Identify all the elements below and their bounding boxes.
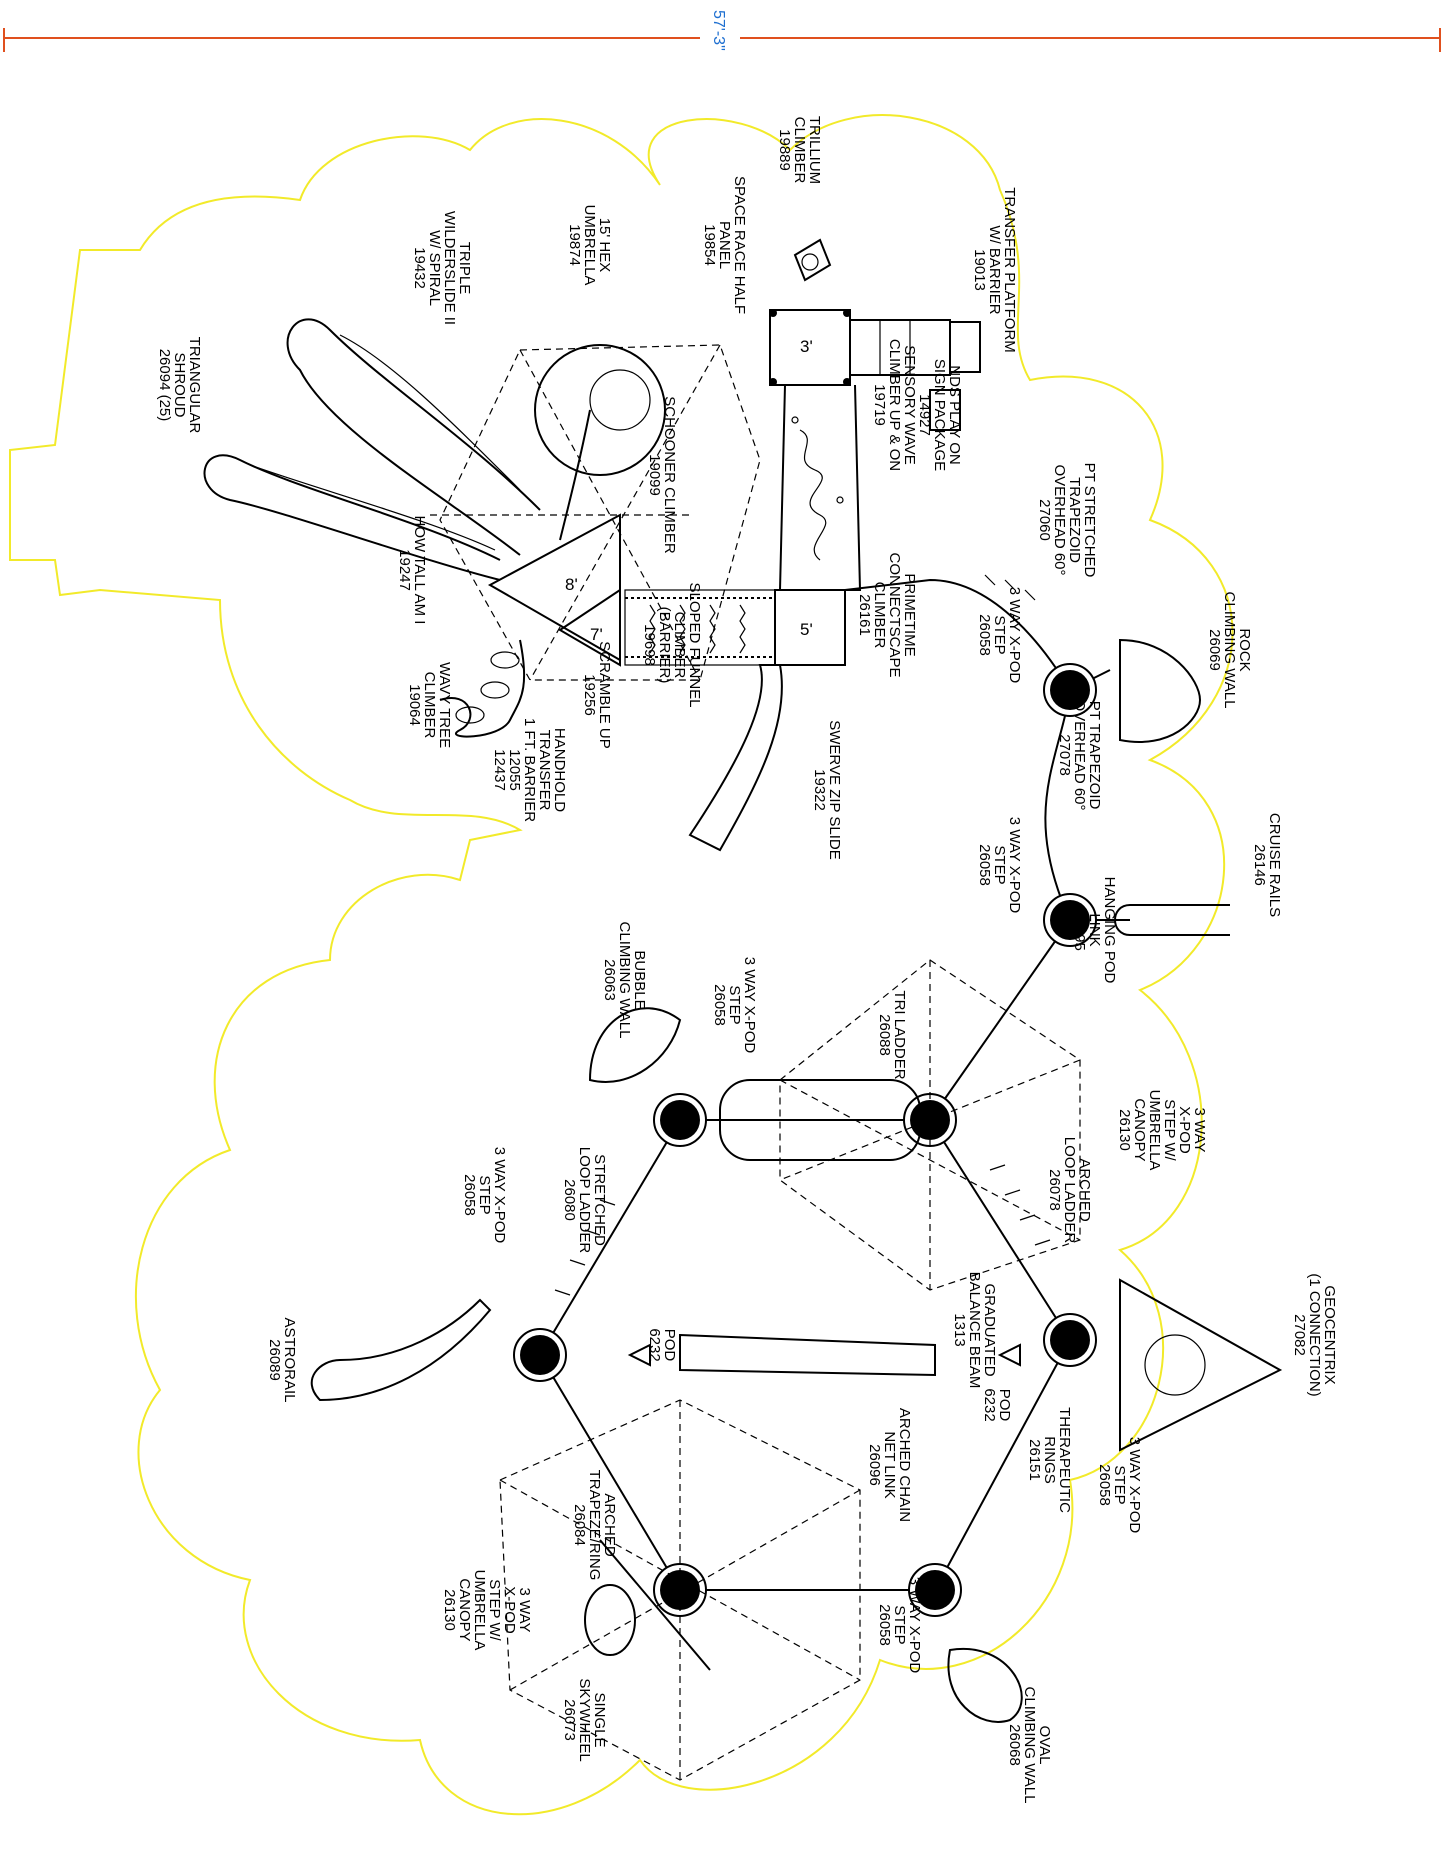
label-pt-trapezoid: PT TRAPEZOIDOVERHEAD 60°27078 [1056, 699, 1103, 810]
label-space-race: SPACE RACE HALFPANEL19854 [701, 176, 748, 314]
label-canopy-1: 3 WAYX-PODSTEP W/UMBRELLACANOPY26130 [1116, 1090, 1208, 1171]
deck-height-7: 7' [590, 625, 603, 644]
label-hex-umbrella: 15' HEXUMBRELLA19874 [566, 205, 613, 286]
label-schooner: SCHOONER CLIMBER19099 [646, 396, 678, 554]
label-how-tall: HOW TALL AM I19247 [396, 516, 428, 625]
label-astrorail: ASTRORAIL26089 [266, 1317, 298, 1402]
label-pod-1: POD6232 [646, 1328, 678, 1361]
label-wavy-tree: WAVY TREECLIMBER19064 [406, 662, 453, 748]
label-geocentrix: GEOCENTRIX(1 CONNECTION)27082 [1291, 1273, 1338, 1396]
overall-dimension: 57'-3" [3, 10, 1441, 52]
label-xpod-5: 3 WAY X-PODSTEP26058 [1096, 1437, 1143, 1534]
label-arched-chain: ARCHED CHAINNET LINK26096 [866, 1408, 913, 1522]
tower-structure: 3' 5' 8' 7' [203, 238, 981, 852]
label-xpod-2: 3 WAY X-PODSTEP26058 [976, 817, 1023, 914]
label-connectscape: PRIMETIMECONNECTSCAPECLIMBER26161 [856, 552, 918, 677]
label-swerve-zip: SWERVE ZIP SLIDE19322 [811, 720, 843, 860]
label-xpod-4: 3 WAY X-PODSTEP26058 [461, 1147, 508, 1244]
xpod-network [310, 574, 1283, 1781]
hex-umbrella-circle [534, 344, 666, 476]
deck-height-5: 5' [800, 620, 813, 639]
label-xpod-1: 3 WAY X-PODSTEP26058 [976, 587, 1023, 684]
deck-height-8: 8' [565, 575, 578, 594]
dimension-label: 57'-3" [710, 10, 727, 51]
label-tri-ladder: TRI LADDER26088 [876, 990, 908, 1079]
label-pt-stretched: PT STRETCHEDTRAPEZOIDOVERHEAD 60°27060 [1036, 463, 1098, 578]
label-arched-loop: ARCHEDLOOP LADDER26078 [1046, 1137, 1093, 1244]
trillium-shape [793, 238, 832, 282]
label-cruise-rails: CRUISE RAILS26146 [1251, 813, 1283, 917]
label-hanging-pod: HANGING PODLINK26095 [1071, 877, 1118, 984]
label-graduated-beam: GRADUATEDBALANCE BEAM1313 [951, 1272, 998, 1389]
label-canopy-2: 3 WAYX-PODSTEP W/UMBRELLACANOPY26130 [441, 1570, 533, 1651]
label-sensory-wave: SENSORY WAVECLIMBER UP & ON19719 [871, 339, 918, 471]
deck-8ft [487, 513, 621, 662]
label-trillium: TRILLIUMCLIMBER19889 [776, 116, 823, 184]
label-rock-wall: ROCKCLIMBING WALL26069 [1206, 592, 1253, 709]
label-arched-trapeze: ARCHEDTRAPEZE/RING26084 [571, 1470, 618, 1581]
label-triple-slide: TRIPLEWILDERSLIDE IIW/ SPIRAL19432 [411, 211, 473, 325]
deck-7ft [558, 588, 621, 667]
label-triangular-shroud: TRIANGULARSHROUD26094 (25) [156, 337, 203, 434]
label-oval-wall: OVALCLIMBING WALL26068 [1006, 1687, 1053, 1804]
label-sloped-funnel: SLOPED FUNNELCLIMBER(BARRIER)19698 [641, 582, 703, 707]
label-skywheel: SINGLESKYWHEEL26073 [561, 1678, 608, 1761]
label-pod-2: POD6232 [981, 1388, 1013, 1421]
label-xpod-6: 3 WAY X-PODSTEP26058 [876, 1577, 923, 1674]
label-transfer-platform: TRANSFER PLATFORMW/ BARRIER19013 [971, 187, 1018, 353]
label-handhold: HANDHOLDTRANSFER1 FT. BARRIER1205512437 [491, 718, 568, 822]
deck-height-3: 3' [800, 337, 813, 356]
label-nds-sign: NDS PLAY ONSIGN PACKAGE14927 [916, 359, 963, 471]
label-therapeutic-rings: THERAPEUTICRINGS26151 [1026, 1407, 1073, 1513]
label-stretched-loop: STRETCHEDLOOP LADDER26080 [561, 1147, 608, 1254]
label-scramble-up: SCRAMBLE UP19256 [581, 641, 613, 749]
label-bubble-wall: BUBBLECLIMBING WALL26063 [601, 922, 648, 1039]
label-xpod-3: 3 WAY X-PODSTEP26058 [711, 957, 758, 1054]
safety-zone-boundary [9, 114, 1234, 1816]
